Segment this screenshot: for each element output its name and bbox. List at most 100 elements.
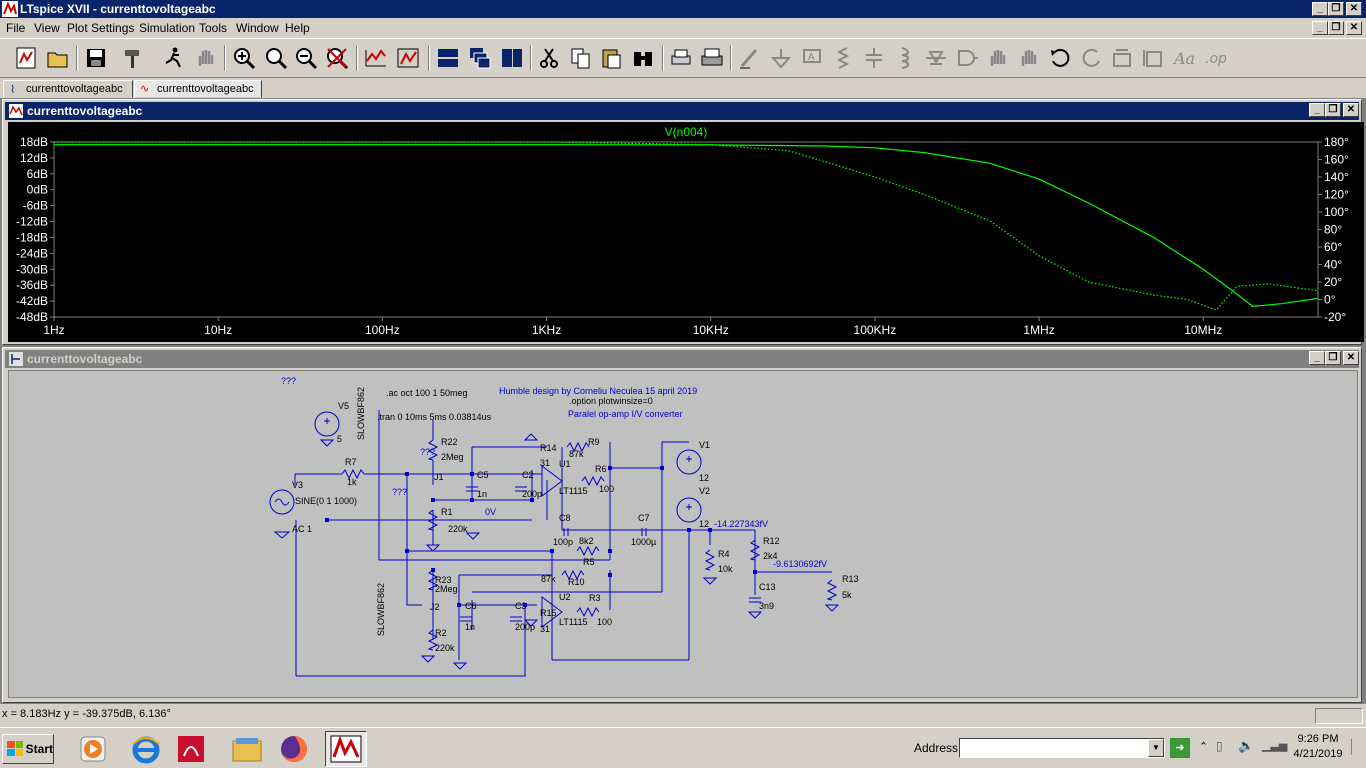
menu-help[interactable]: Help <box>285 21 310 35</box>
schematic-label[interactable]: V5 <box>338 401 349 411</box>
inductor-icon[interactable] <box>890 44 918 72</box>
schematic-label[interactable]: SINE(0 1 1000) <box>295 496 357 506</box>
schematic-label[interactable]: -14.227343fV <box>714 519 768 529</box>
schematic-canvas[interactable]: ??? .ac oct 100 1 50meg .tran 0 10ms 5ms 0… <box>8 370 1358 698</box>
schematic-minimize-button[interactable]: _ <box>1309 351 1325 365</box>
schematic-label[interactable]: R9 <box>588 437 600 447</box>
schematic-label[interactable]: 2k4 <box>763 551 778 561</box>
schematic-label[interactable]: C3 <box>515 601 527 611</box>
ltspice-taskbar-icon[interactable] <box>325 731 367 767</box>
restore-button[interactable]: ❐ <box>1328 2 1344 16</box>
acrobat-reader-icon[interactable] <box>172 731 210 767</box>
schematic-label[interactable]: Humble design by Corneliu Neculea 15 apr… <box>499 386 697 396</box>
schematic-label[interactable]: 200p <box>515 622 535 632</box>
go-arrow-icon[interactable]: ➜ <box>1170 738 1190 758</box>
plot-window-titlebar[interactable]: currenttovoltageabc _ ❐ ✕ <box>5 102 1359 120</box>
schematic-label[interactable]: R14 <box>540 443 557 453</box>
print-preview-icon[interactable] <box>667 44 695 72</box>
schematic-label[interactable]: 100p <box>553 537 573 547</box>
move-hand-icon[interactable] <box>984 44 1012 72</box>
menu-view[interactable]: View <box>34 21 60 35</box>
drag-hand-icon[interactable] <box>1015 44 1043 72</box>
print-icon[interactable] <box>698 44 726 72</box>
schematic-label[interactable]: 87k <box>569 449 584 459</box>
menu-file[interactable]: File <box>6 21 26 35</box>
file-explorer-icon[interactable] <box>228 731 266 767</box>
address-dropdown-button[interactable]: ▼ <box>1148 739 1164 757</box>
schematic-label[interactable]: 100 <box>597 617 612 627</box>
schematic-label[interactable]: 5k <box>842 590 852 600</box>
schematic-label[interactable]: 1n <box>465 622 475 632</box>
show-desktop-button[interactable] <box>1351 739 1361 755</box>
schematic-label[interactable]: U2 <box>559 592 571 602</box>
schematic-label[interactable]: J1 <box>434 472 444 482</box>
schematic-label[interactable]: V1 <box>699 440 710 450</box>
redo-icon[interactable] <box>1078 44 1106 72</box>
control-panel-hammer-icon[interactable] <box>120 44 148 72</box>
schematic-label[interactable]: J2 <box>430 602 440 612</box>
schematic-label[interactable]: -9.6130692fV <box>773 559 827 569</box>
tab-waveform[interactable]: ∿ currenttovoltageabc <box>134 80 262 98</box>
menu-window[interactable]: Window <box>236 21 279 35</box>
minimize-button[interactable]: _ <box>1312 2 1328 16</box>
schematic-label[interactable]: R7 <box>345 457 357 467</box>
schematic-label[interactable]: 2Meg <box>435 584 458 594</box>
schematic-label[interactable]: 12 <box>699 473 709 483</box>
tile-horizontal-icon[interactable] <box>434 44 462 72</box>
schematic-label[interactable]: .tran 0 10ms 5ms 0.03814us <box>377 412 492 422</box>
schematic-label[interactable]: 5 <box>337 434 342 444</box>
schematic-label[interactable]: Paralel op-amp I/V converter <box>568 409 683 419</box>
undo-icon[interactable] <box>1046 44 1074 72</box>
schematic-label[interactable]: 1k <box>347 477 357 487</box>
schematic-label[interactable]: C13 <box>759 582 776 592</box>
schematic-label[interactable]: 2Meg <box>441 452 464 462</box>
schematic-label[interactable]: 0V <box>485 507 496 517</box>
halt-hand-icon[interactable] <box>192 44 220 72</box>
schematic-label[interactable]: ??? <box>392 487 407 497</box>
paste-icon[interactable] <box>597 44 625 72</box>
plot-restore-button[interactable]: ❐ <box>1325 103 1341 117</box>
menu-simulation[interactable]: Simulation <box>139 21 196 35</box>
schematic-label[interactable]: .ac oct 100 1 50meg <box>386 388 468 398</box>
schematic-label[interactable]: R15 <box>540 608 557 618</box>
menu-tools[interactable]: Tools <box>199 21 228 35</box>
cut-scissors-icon[interactable] <box>535 44 563 72</box>
schematic-label[interactable]: R23 <box>435 575 452 585</box>
ground-icon[interactable] <box>767 44 795 72</box>
schematic-label[interactable]: C2 <box>522 470 534 480</box>
schematic-label[interactable]: R6 <box>595 464 607 474</box>
save-icon[interactable] <box>82 44 110 72</box>
schematic-label[interactable]: R12 <box>763 536 780 546</box>
schematic-label[interactable]: R10 <box>568 577 585 587</box>
zoom-pan-icon[interactable] <box>262 44 290 72</box>
start-button[interactable]: Start <box>2 734 54 764</box>
schematic-window-titlebar[interactable]: currenttovoltageabc _ ❐ ✕ <box>5 350 1359 368</box>
schematic-label[interactable]: 31 <box>540 624 550 634</box>
schematic-label[interactable]: C8 <box>559 513 571 523</box>
schematic-label[interactable]: ??? <box>420 447 435 457</box>
capacitor-icon[interactable] <box>860 44 888 72</box>
schematic-label[interactable]: AC 1 <box>292 524 312 534</box>
signal-icon[interactable]: ▁▃▅ <box>1262 740 1288 752</box>
rotate-icon[interactable] <box>1108 44 1136 72</box>
schematic-label[interactable]: U1 <box>559 459 571 469</box>
label-net-icon[interactable]: A <box>798 44 826 72</box>
text-icon[interactable]: Aa <box>1171 44 1199 72</box>
tile-vertical-icon[interactable] <box>498 44 526 72</box>
schematic-label[interactable]: 1n <box>477 489 487 499</box>
schematic-label[interactable]: R13 <box>842 574 859 584</box>
schematic-label[interactable]: C5 <box>477 470 489 480</box>
schematic-label[interactable]: 200p <box>522 489 542 499</box>
schematic-label[interactable]: R22 <box>441 437 458 447</box>
schematic-label[interactable]: 31 <box>540 458 550 468</box>
bode-plot-svg[interactable]: V(n004) 18dB12dB6dB0dB-6dB-12dB-18dB-24d… <box>8 122 1364 342</box>
schematic-label[interactable]: R2 <box>435 628 447 638</box>
schematic-label[interactable]: .option plotwinsize=0 <box>569 396 653 406</box>
component-icon[interactable] <box>953 44 981 72</box>
volume-icon[interactable]: 🔈 <box>1238 738 1255 753</box>
plot-close-button[interactable]: ✕ <box>1343 103 1359 117</box>
schematic-label[interactable]: LT1115 <box>559 617 588 627</box>
schematic-label[interactable]: 1000µ <box>631 537 656 547</box>
close-button[interactable]: ✕ <box>1346 2 1362 16</box>
